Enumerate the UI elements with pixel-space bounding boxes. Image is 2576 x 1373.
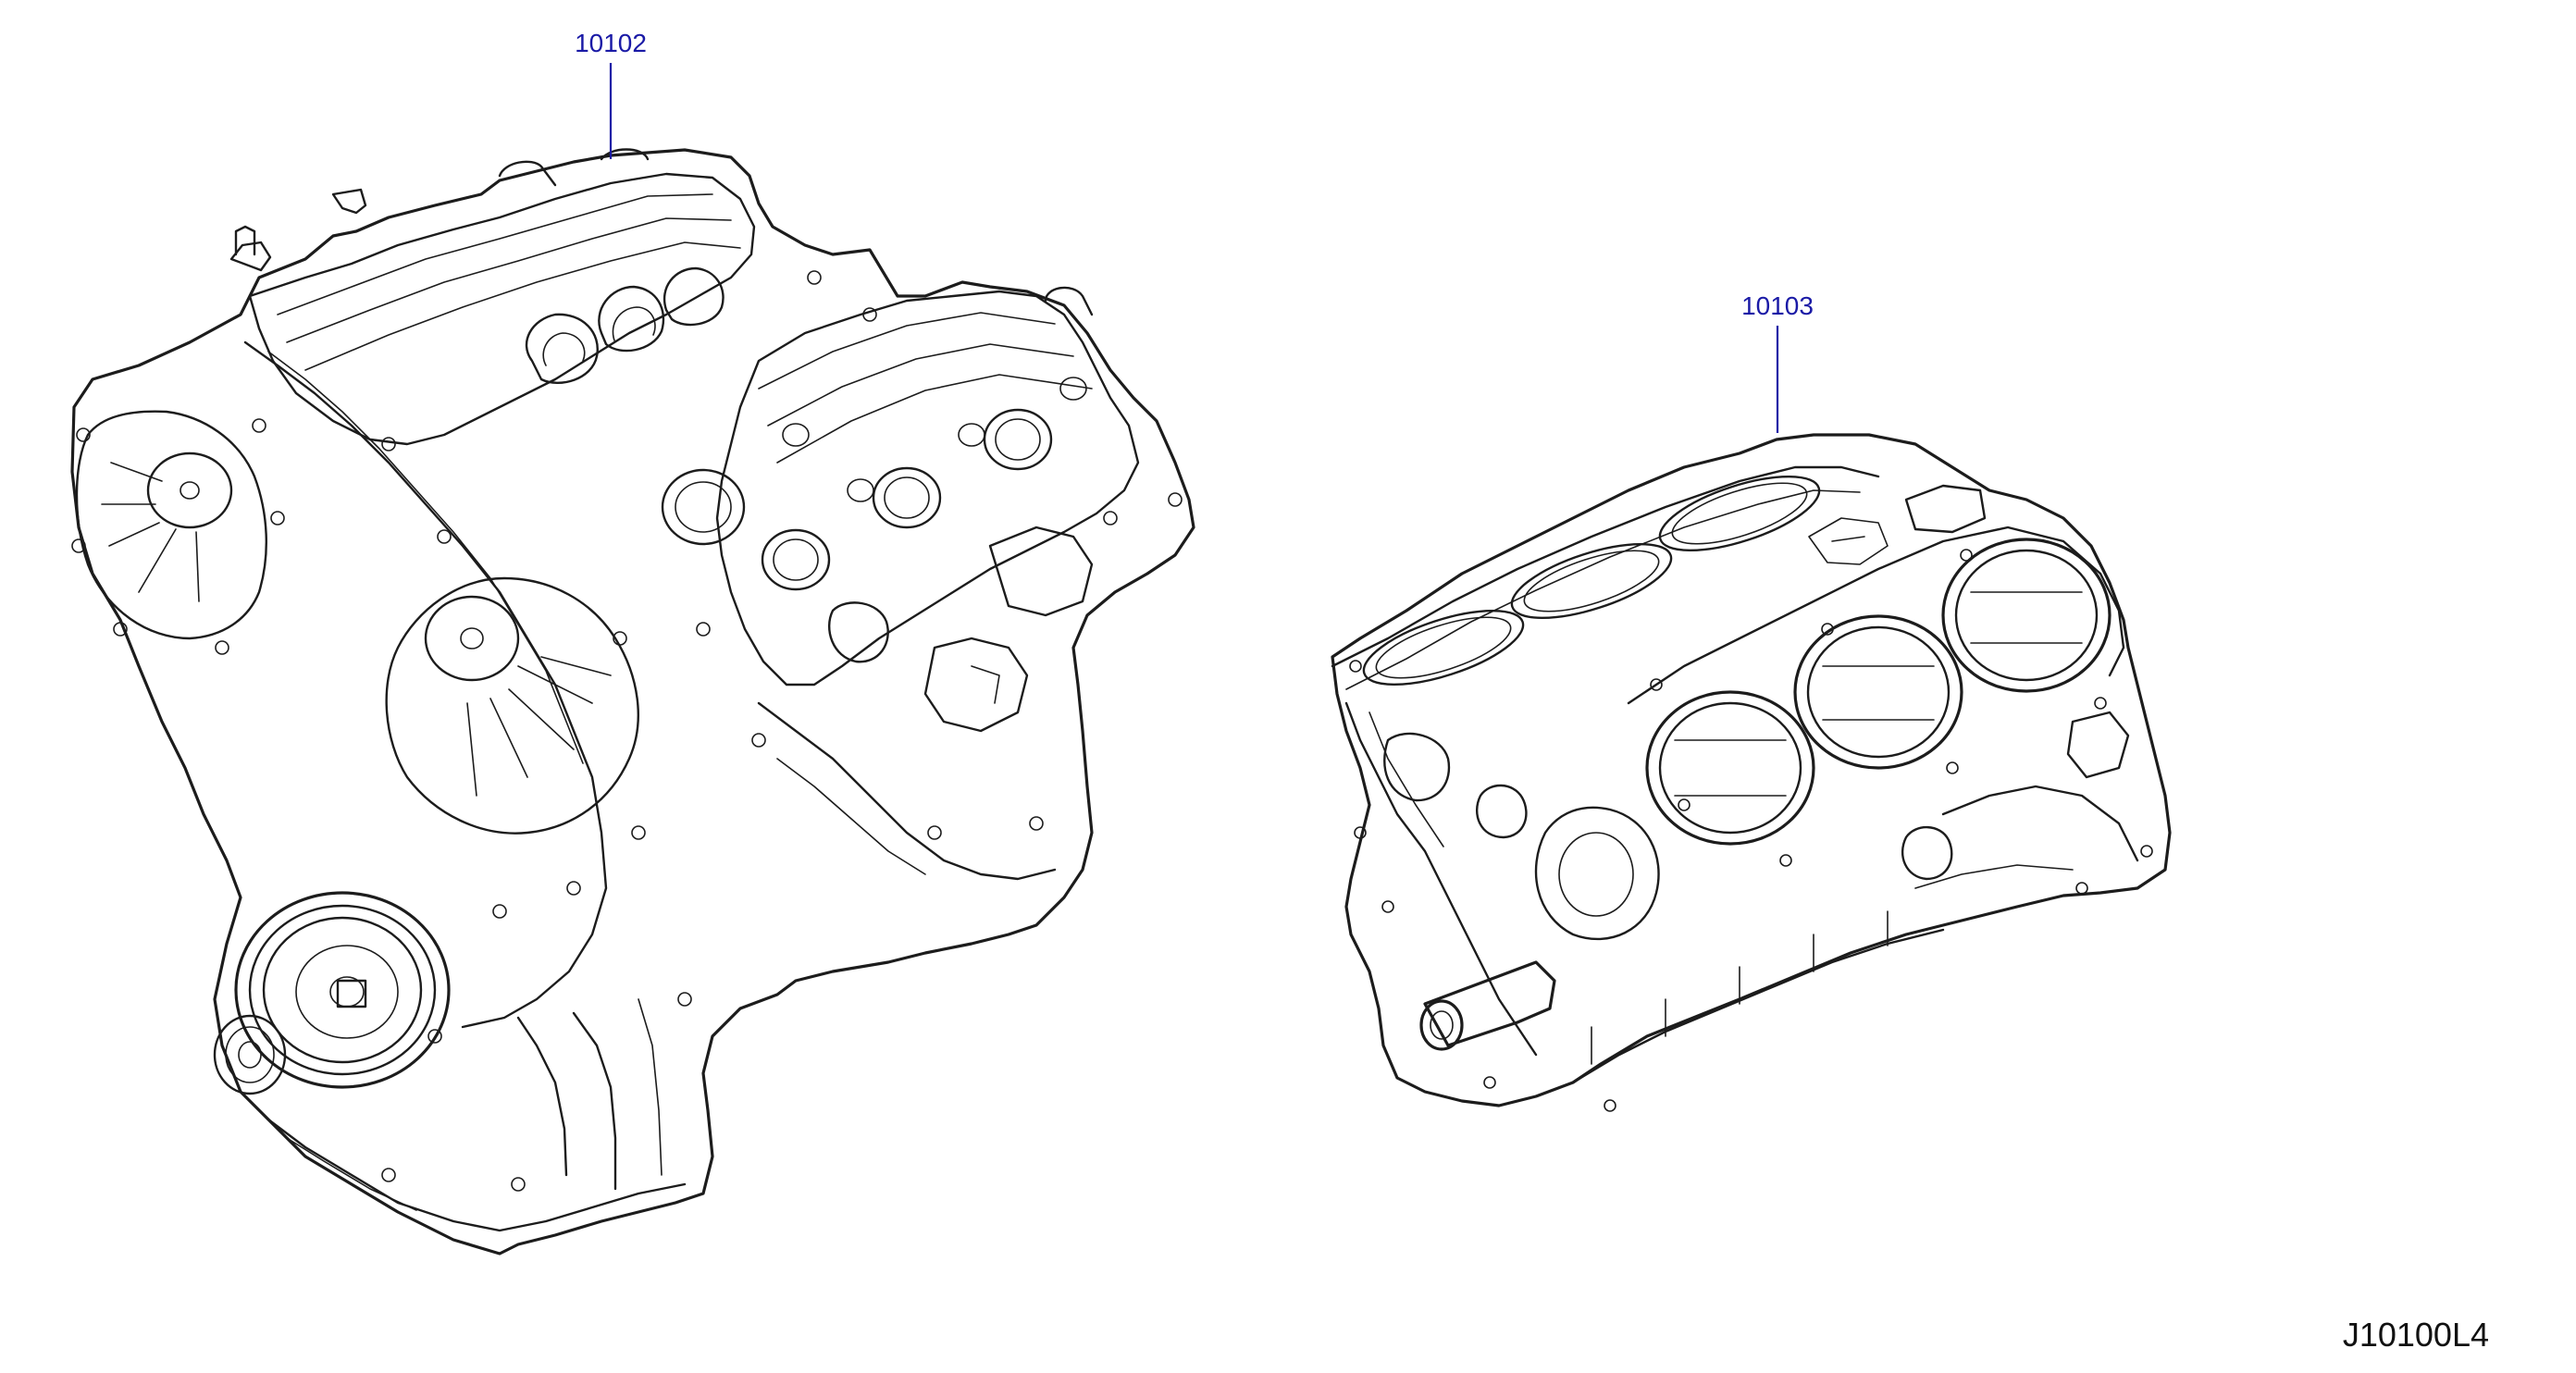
diagram-id-label: J10100L4	[2343, 1316, 2489, 1354]
part-number-label[interactable]: 10102	[575, 29, 647, 57]
engine-assembly-drawing	[70, 148, 1195, 1255]
cylinder-block-drawing	[1331, 433, 2172, 1112]
callout-10103[interactable]: 10103	[1741, 291, 1814, 433]
callout-10102[interactable]: 10102	[575, 29, 647, 159]
part-number-label[interactable]: 10103	[1741, 291, 1814, 320]
